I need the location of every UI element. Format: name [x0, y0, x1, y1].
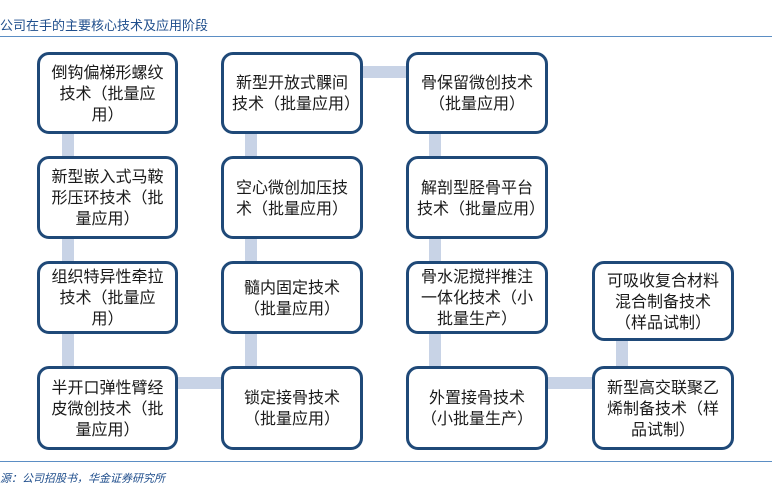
- tech-node-embedded-saddle-ring: 新型嵌入式马鞍形压环技术（批量应用）: [37, 156, 178, 239]
- tech-node-anatomical-tibial-plateau: 解剖型胫骨平台技术（批量应用）: [406, 156, 548, 239]
- source-note: 源：公司招股书，华金证券研究所: [0, 472, 165, 485]
- tech-node-barbed-trapezoid-thread: 倒钩偏梯形螺纹技术（批量应用）: [37, 52, 178, 134]
- tech-node-external-fixation: 外置接骨技术（小批量生产）: [406, 366, 548, 450]
- tech-node-bone-preserving: 骨保留微创技术（批量应用）: [406, 52, 548, 134]
- connector-c3-r3-r4: [429, 334, 441, 366]
- connector-c2-r3-r2: [245, 239, 257, 261]
- tech-node-tissue-specific-traction: 组织特异性牵拉技术（批量应用）: [37, 261, 178, 334]
- connector-c1-c2-r4: [178, 377, 224, 389]
- connector-c1-r2-r3: [62, 239, 74, 261]
- connector-c3-r2-r3: [429, 239, 441, 261]
- footer-divider: [0, 461, 772, 462]
- tech-node-locking-plate: 锁定接骨技术（批量应用）: [221, 366, 363, 450]
- connector-c3-r1-r2: [429, 134, 441, 156]
- connector-c2-r2-r1: [245, 134, 257, 156]
- tech-node-intramedullary-fixation: 髓内固定技术（批量应用）: [221, 261, 363, 334]
- connector-c1-r3-r4: [62, 334, 74, 366]
- page-title: 公司在手的主要核心技术及应用阶段: [0, 19, 209, 34]
- tech-node-open-intercondylar: 新型开放式髁间技术（批量应用）: [221, 52, 363, 134]
- tech-node-cross-linked-polyethylene: 新型高交联聚乙烯制备技术（样品试制）: [592, 366, 734, 450]
- tech-node-hollow-compression: 空心微创加压技术（批量应用）: [221, 156, 363, 239]
- tech-node-absorbable-composite: 可吸收复合材料混合制备技术（样品试制）: [592, 261, 734, 341]
- connector-c3-c4-r4: [548, 377, 594, 389]
- connector-c2-c3-r1: [363, 66, 409, 78]
- header-divider: [0, 36, 772, 37]
- connector-c2-r4-r3: [245, 334, 257, 366]
- connector-c1-r1-r2: [62, 134, 74, 156]
- tech-node-elastic-arm-percutaneous: 半开口弹性臂经皮微创技术（批量应用）: [37, 366, 178, 450]
- tech-node-bone-cement-injection: 骨水泥搅拌推注一体化技术（小批量生产）: [406, 261, 548, 334]
- connector-c4-r4-r3: [616, 341, 628, 366]
